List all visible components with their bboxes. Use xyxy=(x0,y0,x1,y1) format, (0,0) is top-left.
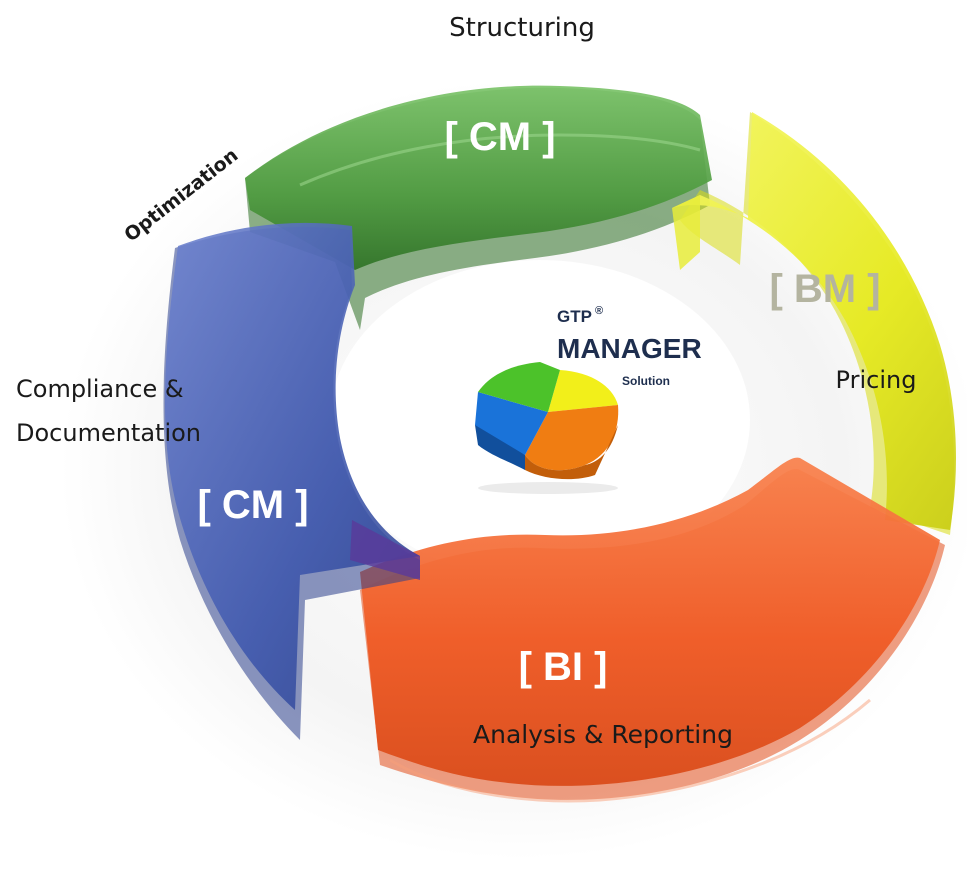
segment-yellow-pricing xyxy=(672,112,956,535)
label-pricing: Pricing xyxy=(836,366,917,394)
tag-orange-bi: [ BI ] xyxy=(519,645,608,689)
center-logo-pie xyxy=(475,362,619,494)
product-name: MANAGER xyxy=(557,333,702,364)
segment-blue-compliance xyxy=(163,222,420,741)
label-structuring: Structuring xyxy=(449,13,595,43)
segment-orange-analysis xyxy=(360,457,945,803)
label-analysis: Analysis & Reporting xyxy=(473,720,733,749)
segment-green-structuring xyxy=(245,85,712,330)
product-subtitle: Solution xyxy=(622,374,670,388)
label-compliance-line2: Documentation xyxy=(16,419,201,447)
tag-yellow-bm: [ BM ] xyxy=(769,267,880,311)
tag-blue-cm: [ CM ] xyxy=(197,483,308,527)
brand-gtp: GTP xyxy=(557,307,592,326)
label-compliance-line1: Compliance & xyxy=(16,375,184,403)
registered-mark: ® xyxy=(595,305,603,317)
tag-green-cm: [ CM ] xyxy=(444,115,555,159)
